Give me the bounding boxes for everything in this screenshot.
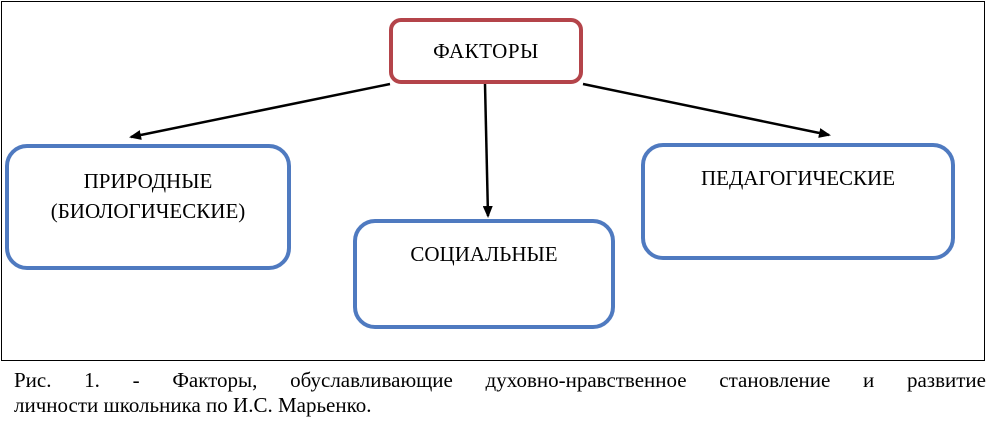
node-natural-label-line2: (БИОЛОГИЧЕСКИЕ) [50, 199, 246, 223]
node-social-label: СОЦИАЛЬНЫЕ [410, 242, 558, 266]
node-factors: ФАКТОРЫ [389, 18, 583, 84]
caption-line-2: личности школьника по И.С. Марьенко. [14, 393, 372, 417]
node-social-factors: СОЦИАЛЬНЫЕ [353, 219, 615, 329]
node-natural-factors: ПРИРОДНЫЕ (БИОЛОГИЧЕСКИЕ) [5, 144, 291, 270]
node-pedagogical-factors: ПЕДАГОГИЧЕСКИЕ [641, 143, 955, 260]
figure-caption: Рис. 1. - Факторы, обуславливающие духов… [14, 368, 986, 418]
node-natural-label-line1: ПРИРОДНЫЕ [83, 169, 213, 193]
node-pedagogical-label: ПЕДАГОГИЧЕСКИЕ [700, 166, 896, 190]
node-factors-label: ФАКТОРЫ [433, 39, 539, 63]
caption-line-1: Рис. 1. - Факторы, обуславливающие духов… [14, 368, 986, 392]
